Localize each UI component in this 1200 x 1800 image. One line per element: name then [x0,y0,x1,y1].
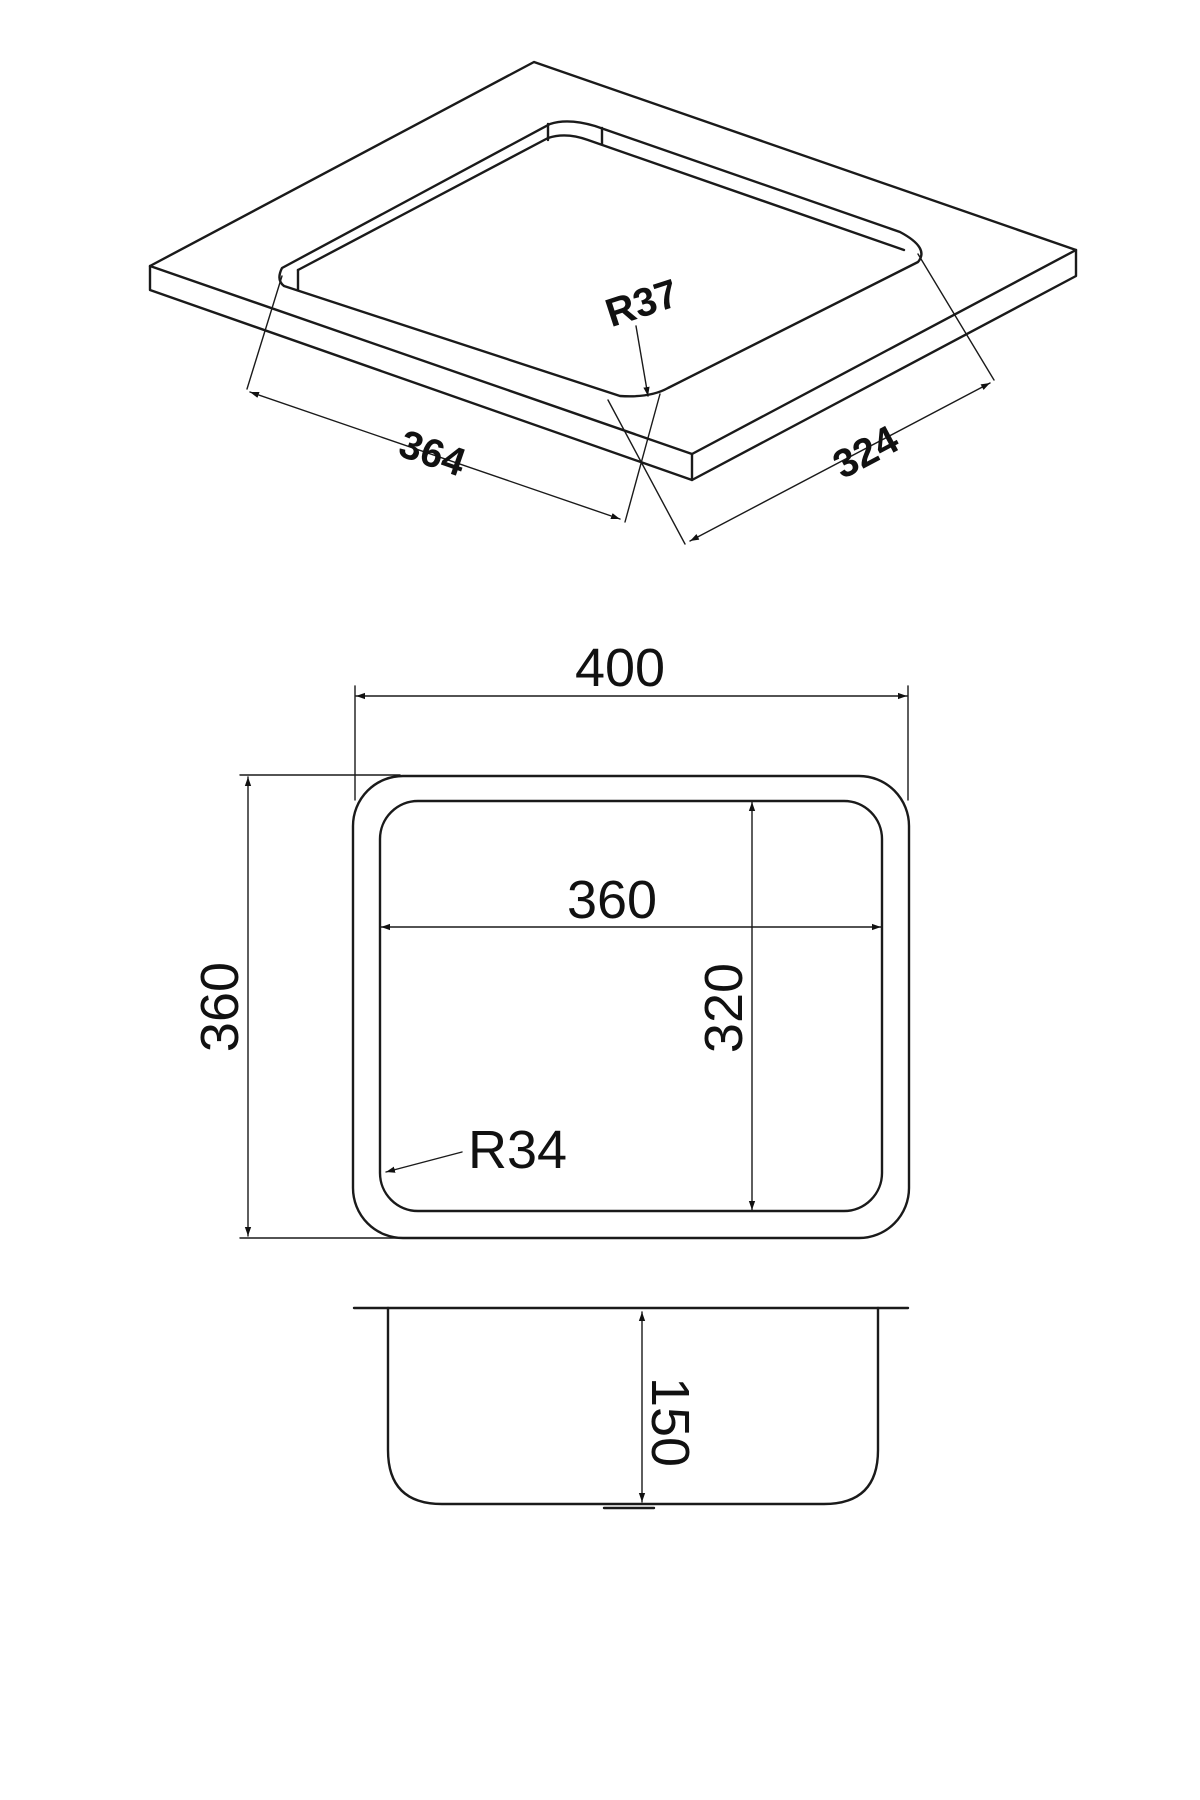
section-view: 150 [352,1306,910,1510]
dim-line-324 [689,382,991,542]
dim-360-width-label: 360 [567,870,657,930]
dim-320-label: 320 [694,963,754,1053]
ext-line-364-right [624,393,661,523]
top-outer-rim [351,774,911,1240]
ext-line-324-right [917,253,995,381]
top-view: 400 360 360 320 R34 [190,638,911,1240]
top-inner-bowl [378,799,884,1213]
isometric-view: 364 324 R37 [148,60,1078,545]
leader-r37 [635,325,650,397]
dim-324-label: 324 [826,417,906,488]
slab-top-face [148,60,1078,456]
radius-r34-label: R34 [468,1120,567,1180]
dim-line-364 [249,391,621,520]
ext-line-324-left [607,399,686,545]
dim-364-label: 364 [394,422,472,486]
ext-line-364-left [246,275,283,390]
dim-400-label: 400 [575,638,665,698]
leader-r34 [385,1151,463,1173]
dim-150-label: 150 [640,1377,700,1467]
radius-r37-label: R37 [600,271,683,336]
cutout-outline [278,120,923,398]
section-bowl-outline [386,1306,880,1506]
dim-360-height-label: 360 [190,962,250,1052]
